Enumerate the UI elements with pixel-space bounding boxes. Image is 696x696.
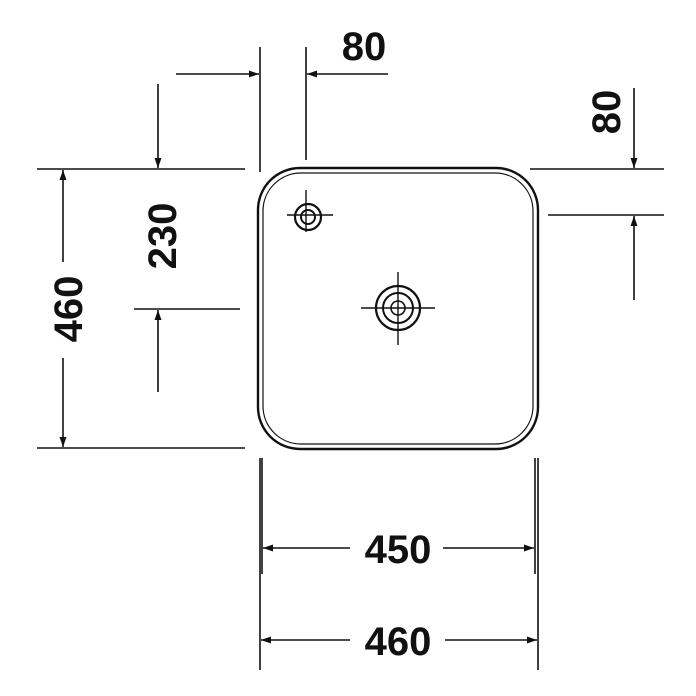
drain-outlet [361,272,435,345]
dim-total-width-label: 460 [365,620,432,664]
tap-hole [287,190,333,232]
dim-total-height: 460 [37,168,245,449]
dim-right-offset: 80 [530,88,664,300]
dim-outlet-vertical: 230 [134,84,240,392]
dim-bowl-width-label: 450 [365,528,432,572]
dim-bowl-width: 450 [261,458,536,574]
basin-outline [256,166,540,451]
dim-top-offset-label: 80 [342,25,387,69]
dim-outlet-vertical-label: 230 [141,203,185,270]
dim-top-offset: 80 [176,25,388,172]
dim-right-offset-label: 80 [585,90,629,135]
dim-total-height-label: 460 [47,276,91,343]
dim-total-width: 460 [259,458,539,670]
